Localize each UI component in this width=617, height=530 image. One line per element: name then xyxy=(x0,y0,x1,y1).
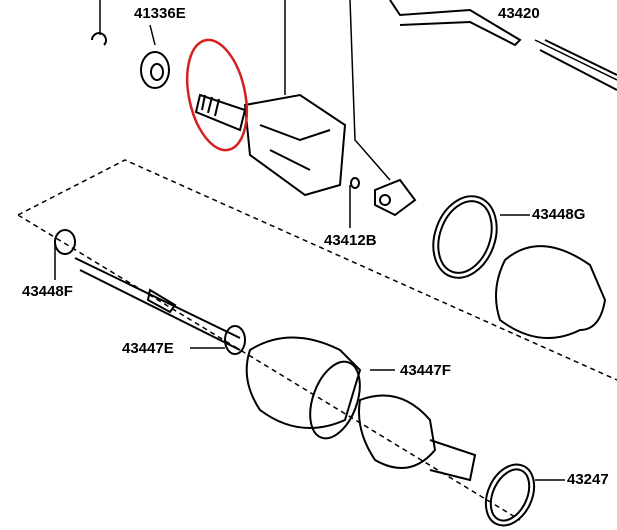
shaft-43420 xyxy=(389,0,617,91)
part-label-43447F: 43447F xyxy=(400,362,451,379)
washer-41336E xyxy=(140,51,170,89)
highlight-circle xyxy=(185,38,249,152)
clamp-43447F xyxy=(309,360,361,440)
leader-lines xyxy=(54,0,617,481)
part-label-43448F: 43448F xyxy=(22,283,73,300)
part-label-43448G: 43448G xyxy=(532,206,586,223)
part-label-41336E: 41336E xyxy=(134,5,186,22)
snap-ring xyxy=(91,32,107,46)
seal-43247 xyxy=(484,463,536,527)
part-label-43420: 43420 xyxy=(498,5,540,22)
clamp-43447E xyxy=(224,325,246,355)
boot-inboard xyxy=(495,245,607,339)
inboard-joint xyxy=(194,93,347,197)
part-label-43447E: 43447E xyxy=(122,340,174,357)
part-label-43247: 43247 xyxy=(567,471,609,488)
tripod xyxy=(374,178,417,217)
axle-shaft xyxy=(74,257,241,351)
clamp-43448G xyxy=(432,195,498,279)
boot-outboard xyxy=(245,336,362,429)
outer-joint xyxy=(358,394,437,469)
clamp-43448F xyxy=(54,229,76,255)
stub-shaft xyxy=(429,439,477,482)
assembly-outline xyxy=(17,159,617,521)
small-ring xyxy=(350,177,360,189)
part-label-43412B: 43412B xyxy=(324,232,377,249)
